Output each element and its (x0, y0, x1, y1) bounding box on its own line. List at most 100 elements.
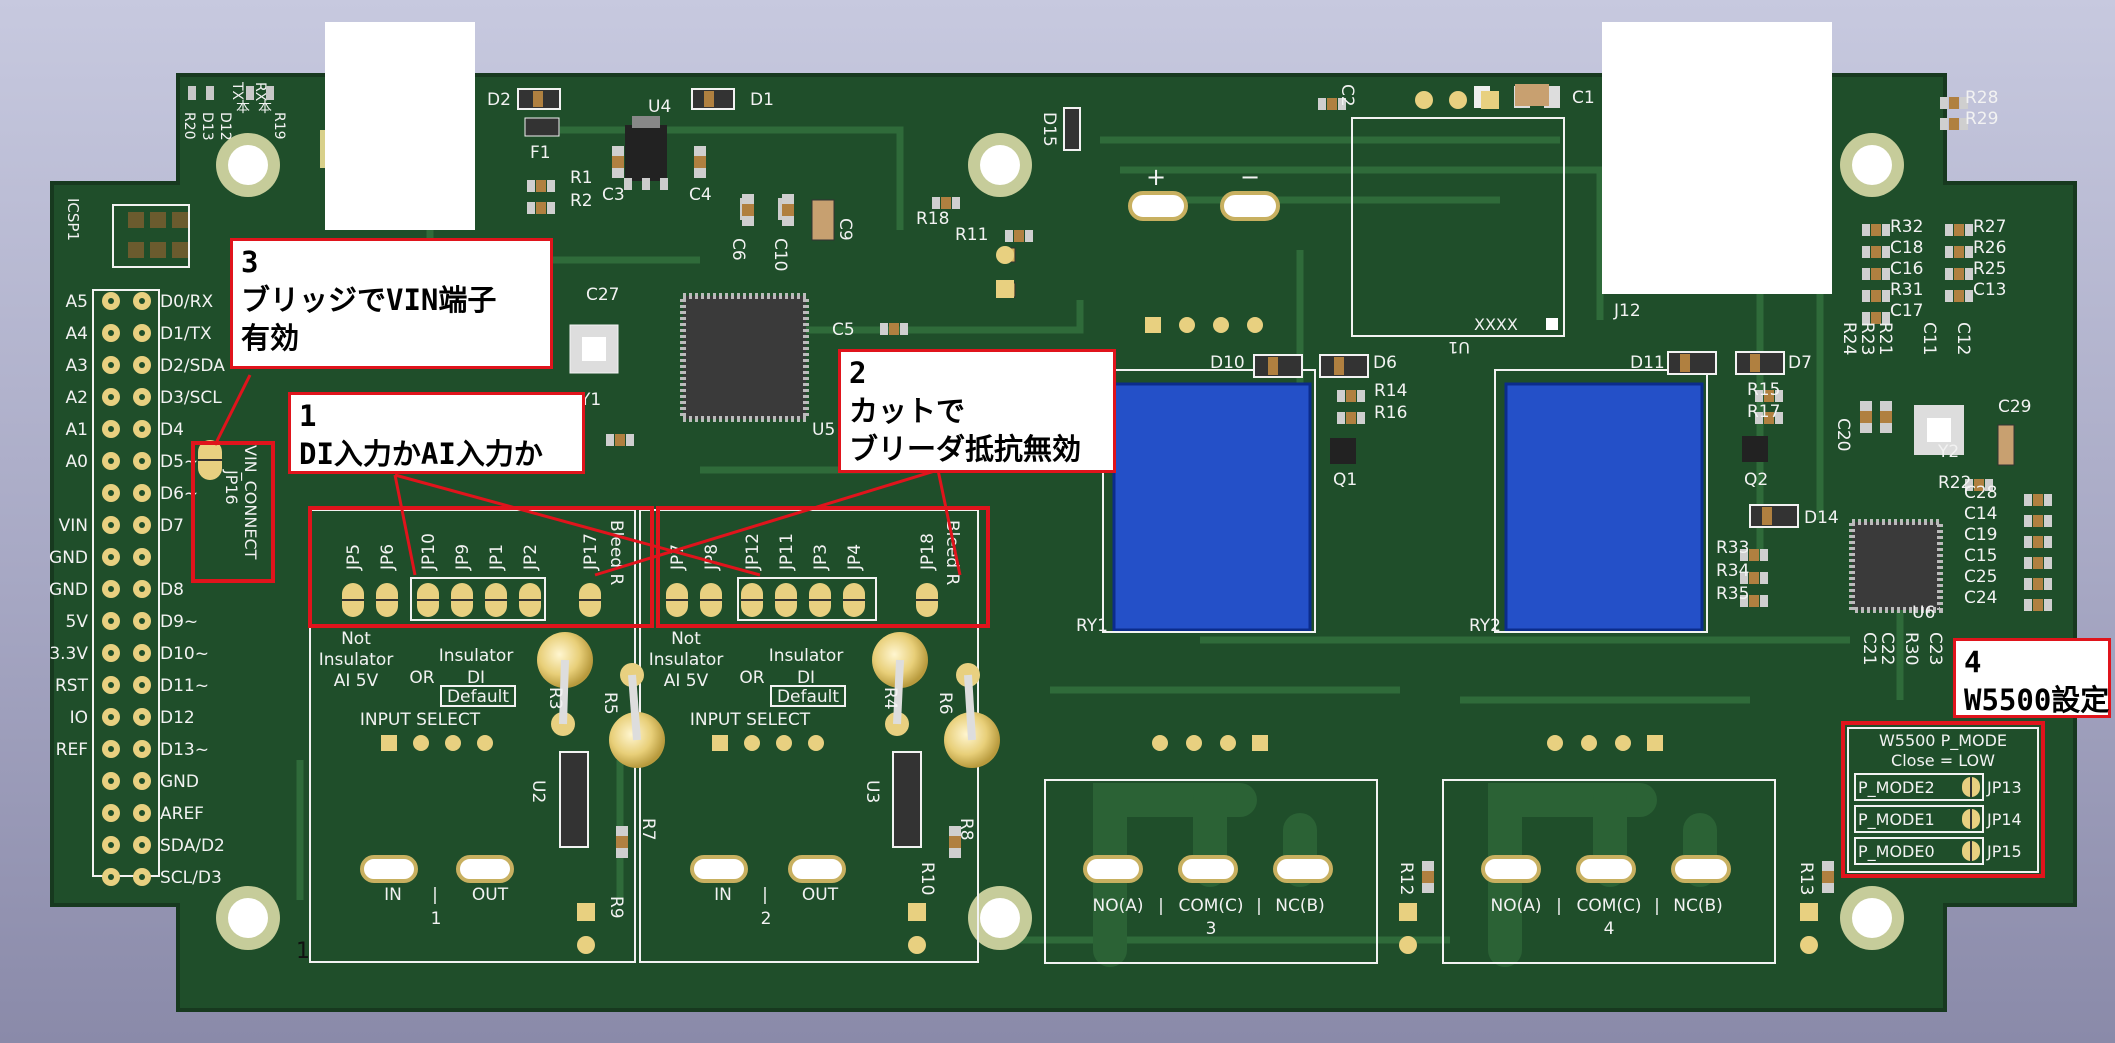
svg-text:C4: C4 (689, 185, 712, 205)
svg-text:D2: D2 (487, 90, 511, 110)
jumper-label: JP10 (419, 533, 439, 571)
svg-text:R2: R2 (570, 191, 593, 211)
svg-text:R29: R29 (1965, 109, 1998, 129)
label-icsp: ICSP1 (64, 198, 82, 241)
svg-text:D12: D12 (217, 112, 233, 141)
insulator-label: Insulator (319, 650, 394, 670)
out-label: OUT (802, 885, 839, 905)
svg-text:R16: R16 (1374, 403, 1407, 423)
svg-text:D14: D14 (1804, 508, 1839, 528)
svg-text:D7: D7 (1788, 353, 1812, 373)
pin-label-outer: SCL/D3 (160, 868, 222, 888)
svg-text:TX: TX (229, 81, 245, 101)
svg-text:R33: R33 (1716, 538, 1749, 558)
pin-label-outer: D4 (160, 420, 184, 440)
svg-text:C6: C6 (728, 238, 748, 261)
p-mode-label: P_MODE1 (1858, 810, 1935, 830)
annotation-2-line2: ブリーダ抵抗無効 (849, 432, 1082, 466)
ref-label: R27 (1973, 217, 2006, 237)
insulator-label: Insulator (769, 646, 844, 666)
separator: | (1158, 896, 1164, 916)
insulator-label: Insulator (649, 650, 724, 670)
nc-b-label: NC(B) (1673, 896, 1723, 916)
jumper-label: JP9 (453, 544, 473, 571)
pin-label-outer: D7 (160, 516, 184, 536)
svg-text:RY1: RY1 (1076, 616, 1108, 636)
optocoupler-u3 (892, 751, 922, 848)
p-mode-label: P_MODE0 (1858, 842, 1935, 862)
ref-label: C16 (1890, 259, 1924, 279)
svg-text:R34: R34 (1716, 561, 1749, 581)
svg-text:R13: R13 (1796, 862, 1816, 895)
svg-text:R12: R12 (1396, 862, 1416, 895)
input-select-label: INPUT SELECT (360, 710, 481, 730)
ref-label: C15 (1964, 546, 1998, 566)
svg-text:U2: U2 (528, 780, 548, 803)
pin-label-inner: A1 (66, 420, 88, 440)
terminal-3-outline (1044, 779, 1378, 964)
svg-text:D10: D10 (1210, 353, 1245, 373)
svg-text:R14: R14 (1374, 381, 1407, 401)
svg-text:Q1: Q1 (1333, 470, 1357, 490)
out-label: OUT (472, 885, 509, 905)
pin-label-inner: VIN (59, 516, 88, 536)
separator: | (1556, 896, 1562, 916)
separator: | (432, 885, 438, 905)
p-mode-label: P_MODE2 (1858, 778, 1935, 798)
ref-label-vertical: R24 (1839, 322, 1859, 355)
pin-label-outer: D5~ (160, 452, 198, 472)
jumper-label: JP1 (487, 544, 507, 571)
svg-text:R6: R6 (935, 692, 955, 715)
svg-text:D1: D1 (750, 90, 774, 110)
svg-text:RX: RX (252, 82, 268, 102)
annotation-3: 3 ブリッジでVIN端子 有効 (230, 238, 553, 369)
separator: | (1256, 896, 1262, 916)
through-hole-resistors (537, 632, 1000, 768)
ref-label: C28 (1964, 483, 1998, 503)
ref-label: C14 (1964, 504, 1998, 524)
svg-text:R5: R5 (600, 692, 620, 715)
svg-text:C2: C2 (1337, 84, 1357, 107)
pin-label-outer: D13~ (160, 740, 209, 760)
designator-labels: D2 D1 U4 F1 R1 R2 C3 C4 R18 R11 C27 Y1 C… (487, 88, 2032, 636)
leader-lines (213, 374, 962, 577)
relay-ry1 (1112, 382, 1312, 632)
svg-text:R8: R8 (956, 818, 976, 841)
pin-label-outer: AREF (160, 804, 204, 824)
svg-text:R10: R10 (917, 862, 937, 895)
svg-text:本: 本 (236, 100, 250, 116)
top-left-refs: R20 D13 D12 R19 TX RX 本 本 (181, 81, 287, 141)
ref-label-vertical: C22 (1877, 632, 1897, 666)
p-mode-jp-label: JP15 (1986, 842, 2022, 861)
com-c-label: COM(C) (1178, 896, 1243, 916)
jumper-label: JP11 (777, 533, 797, 571)
svg-text:Y2: Y2 (1937, 442, 1959, 462)
annotation-4-line1: W5500設定 (1964, 683, 2110, 717)
svg-text:R18: R18 (916, 209, 949, 229)
in-label: IN (384, 885, 402, 905)
ref-label: C17 (1890, 301, 1924, 321)
pin-label-inner: A5 (66, 292, 88, 312)
label-j12: J12 (1613, 301, 1641, 321)
ref-label: C13 (1973, 280, 2007, 300)
svg-text:R22: R22 (1938, 473, 1971, 493)
ref-label-vertical: C12 (1953, 322, 1973, 356)
coil-header-pads (1145, 317, 1263, 333)
svg-text:C9: C9 (835, 218, 855, 241)
jumper-label: JP3 (811, 544, 831, 571)
pin-label-outer: D12 (160, 708, 195, 728)
optocoupler-u2 (559, 751, 589, 848)
svg-text:RY2: RY2 (1469, 616, 1501, 636)
or-label: OR (409, 668, 434, 688)
ref-label-vertical: C21 (1859, 632, 1879, 666)
input-select-label: INPUT SELECT (690, 710, 811, 730)
label-jp16: JP16 (222, 469, 241, 505)
svg-text:C10: C10 (770, 238, 790, 272)
svg-text:Q2: Q2 (1744, 470, 1768, 490)
pin-label-outer: SDA/D2 (160, 836, 225, 856)
ref-label-vertical: R30 (1901, 632, 1921, 665)
terminal-pads (1083, 855, 1731, 883)
usb-connector (325, 22, 475, 230)
ref-label: C18 (1890, 238, 1924, 258)
